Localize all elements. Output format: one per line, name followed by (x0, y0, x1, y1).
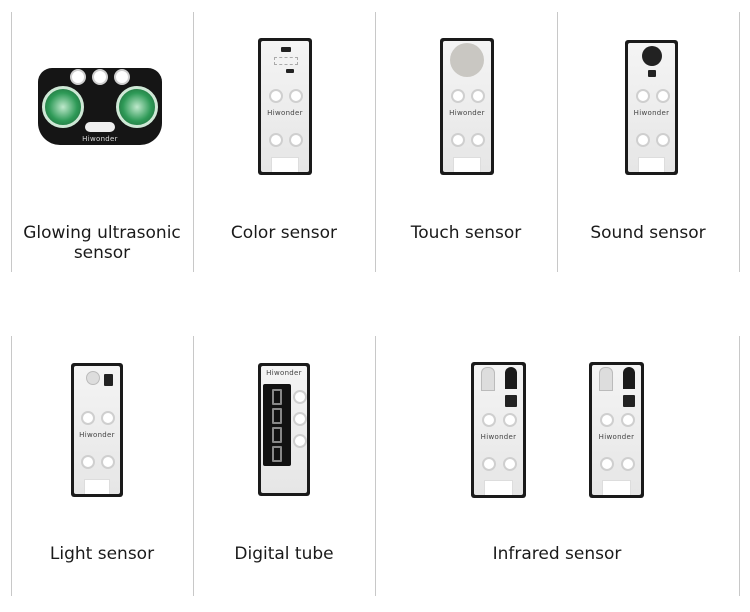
glow-eye (42, 86, 84, 128)
infrared-sensor-image: Hiwonder (471, 362, 526, 498)
divider (193, 12, 194, 272)
brand-logo: Hiwonder (480, 433, 517, 441)
digital-tube-image: Hiwonder (258, 363, 310, 496)
brand-logo: Hiwonder (267, 109, 303, 117)
brand-logo: Hiwonder (449, 109, 485, 117)
brand-logo: Hiwonder (79, 431, 115, 439)
divider (557, 12, 558, 272)
divider (739, 12, 740, 272)
product-label: Infrared sensor (492, 544, 622, 564)
divider (375, 12, 376, 272)
sound-sensor-image: Hiwonder (625, 40, 678, 175)
infrared-sensor-image: Hiwonder (589, 362, 644, 498)
product-label: Color sensor (230, 223, 338, 243)
product-label: Touch sensor (410, 223, 522, 243)
brand-logo: Hiwonder (633, 109, 670, 117)
brand-logo: Hiwonder (266, 369, 302, 377)
product-label: Digital tube (234, 544, 334, 564)
ultrasonic-sensor-image: Hiwonder (38, 68, 162, 145)
divider (11, 336, 12, 596)
divider (375, 336, 376, 596)
brand-logo: Hiwonder (82, 135, 118, 143)
touch-sensor-image: Hiwonder (440, 38, 494, 175)
product-label: Light sensor (49, 544, 155, 564)
brand-logo: Hiwonder (598, 433, 635, 441)
divider (11, 12, 12, 272)
glow-eye (116, 86, 158, 128)
light-sensor-image: Hiwonder (71, 363, 123, 497)
divider (193, 336, 194, 596)
color-sensor-image: Hiwonder (258, 38, 312, 175)
product-label: Sound sensor (590, 223, 706, 243)
divider (739, 336, 740, 596)
